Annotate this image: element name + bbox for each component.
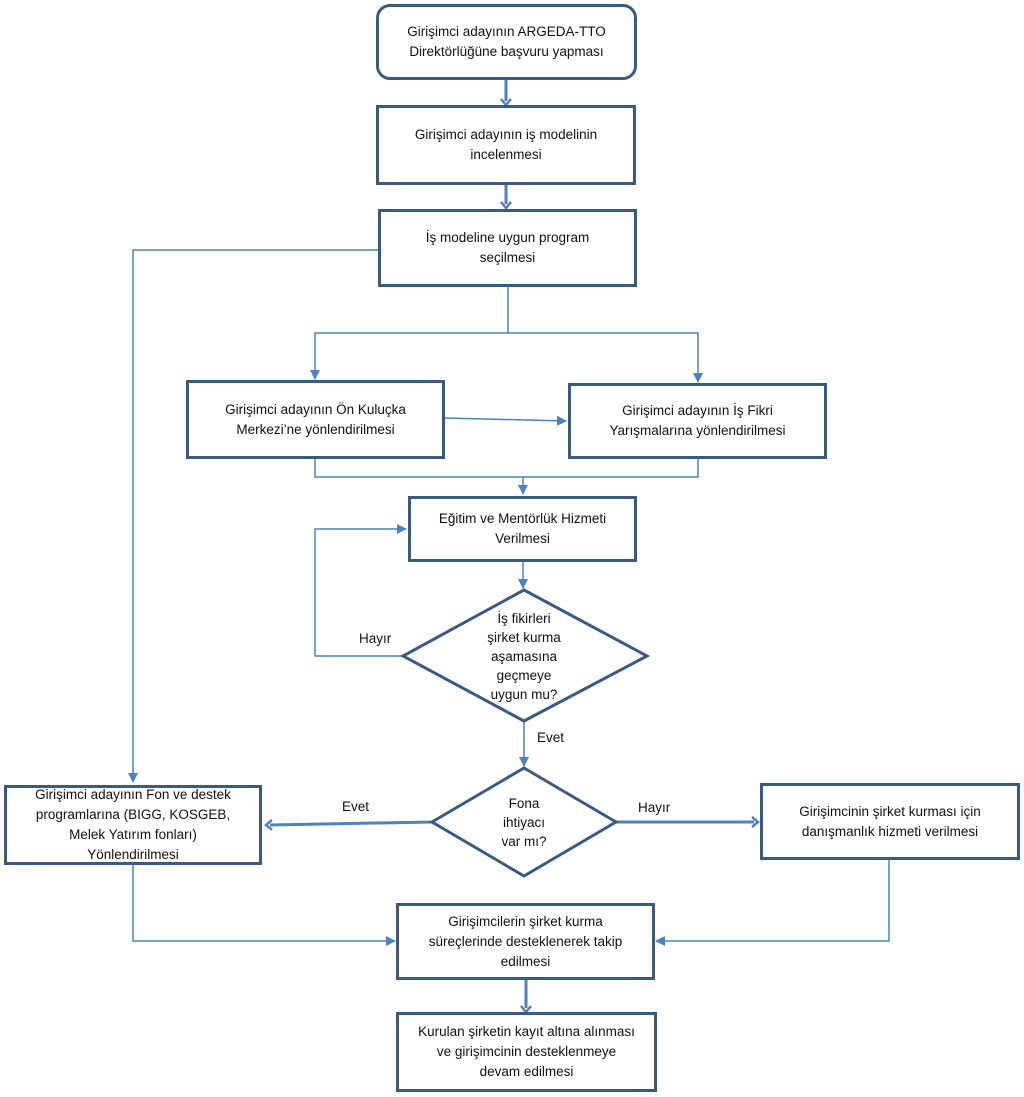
node-takip: Girişimcilerin şirket kurma süreçlerinde… [396,903,655,980]
arrow-program-to-yarisma [508,332,703,383]
node-yarisma-text: Girişimci adayının İş Fikri Yarışmaların… [609,403,786,438]
node-fon: Girişimci adayının Fon ve destek program… [4,785,262,865]
decision-diamond-2 [429,766,619,878]
label-hayir-loop: Hayır [359,631,392,646]
connector-kulucka-merge [314,459,699,478]
arrow-kulucka-to-yarisma [444,415,567,426]
arrow-karar2-to-fon [264,819,433,831]
node-danismanlik-text: Girişimcinin şirket kurması için danışma… [799,803,981,839]
decision-diamond-1 [399,588,651,723]
node-program-text: İş modeline uygun program seçilmesi [425,230,590,265]
node-fon-text: Girişimci adayının Fon ve destek program… [35,787,231,862]
node-egitim-text: Eğitim ve Mentörlük Hizmeti Verilmesi [438,511,607,546]
label-evet-down: Evet [537,730,565,745]
label-hayir-right: Hayır [638,800,671,815]
node-kayit: Kurulan şirketin kayıt altına alınması v… [396,1012,657,1092]
node-inceleme-text: Girişimci adayının iş modelinin incelenm… [414,127,598,162]
label-evet-left: Evet [342,799,370,814]
node-kulucka: Girişimci adayının Ön Kuluçka Merkezi’ne… [186,380,445,459]
node-start-text: Girişimci adayının ARGEDA-TTO Direktörlü… [407,24,606,59]
decision-1-text: İş fikirleri şirket kurma aşamasına geçm… [487,610,561,702]
decision-2-text: Fona ihtiyacı var mı? [501,795,547,849]
node-kayit-text: Kurulan şirketin kayıt altına alınması v… [418,1024,635,1079]
node-takip-text: Girişimcilerin şirket kurma süreçlerinde… [428,913,623,969]
arrow-danismanlik-to-takip [655,860,890,946]
arrow-karar1-no-loop [314,524,407,657]
node-egitim: Eğitim ve Mentörlük Hizmeti Verilmesi [408,496,637,562]
node-danismanlik: Girişimcinin şirket kurması için danışma… [760,783,1020,860]
node-start: Girişimci adayının ARGEDA-TTO Direktörlü… [376,4,637,80]
node-program: İş modeline uygun program seçilmesi [378,209,637,287]
arrow-program-to-fon [128,249,378,783]
arrow-program-to-kulucka [310,332,508,380]
arrow-fon-to-takip [132,865,396,946]
node-yarisma: Girişimci adayının İş Fikri Yarışmaların… [568,383,827,459]
node-kulucka-text: Girişimci adayının Ön Kuluçka Merkezi’ne… [225,401,406,437]
node-inceleme: Girişimci adayının iş modelinin incelenm… [376,105,636,185]
